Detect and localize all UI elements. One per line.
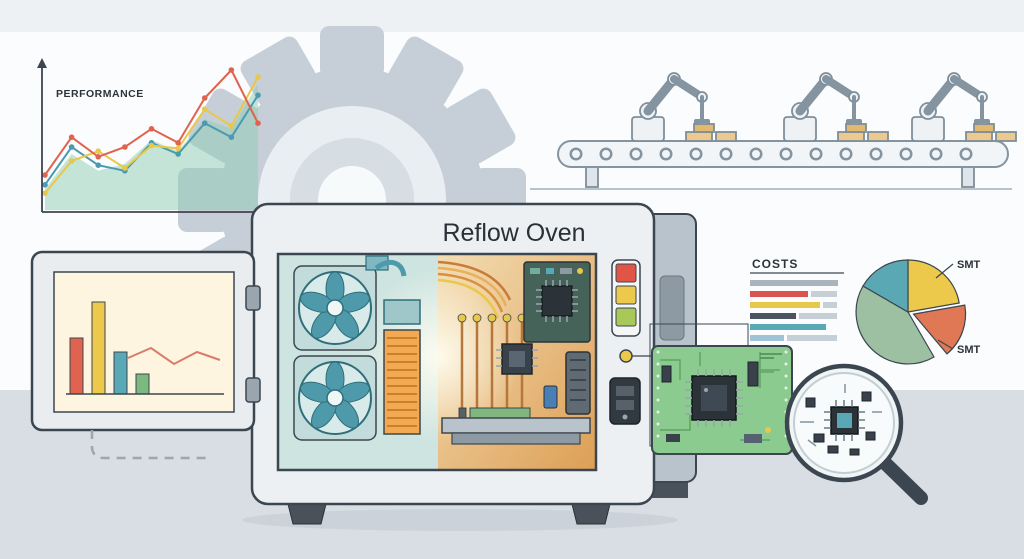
pie-slices (855, 259, 967, 365)
chip-pins (536, 280, 578, 322)
conveyor-leg-left (585, 166, 599, 188)
control-display-1 (616, 386, 634, 396)
oven-foot-right (571, 503, 611, 525)
oven-tray (441, 407, 591, 445)
smt-label-top: SMT (957, 259, 981, 271)
pcb-chip-pins (685, 369, 743, 427)
oven-shadow (242, 509, 678, 531)
interior-microchip (496, 343, 538, 375)
conveyor-leg-right (961, 166, 975, 188)
blue-capacitor (543, 385, 558, 409)
indicator-green (615, 307, 637, 327)
costs-label: COSTS (752, 257, 798, 271)
control-led (622, 414, 628, 420)
oven-title: Reflow Oven (442, 219, 585, 247)
magnified-pcb-view (800, 384, 882, 456)
indicator-yellow (615, 285, 637, 305)
control-display-2 (616, 400, 634, 410)
pcb-component-2 (747, 361, 759, 387)
costs-bar-chart (750, 280, 838, 341)
window-frame (276, 252, 598, 472)
back-panel-vent (659, 275, 685, 341)
monitor-hinge-top (245, 285, 261, 311)
costs-chart: COSTS (750, 257, 844, 341)
oven-foot-left (287, 503, 327, 525)
performance-series (42, 67, 261, 210)
control-button (619, 349, 633, 363)
pie-leader-top (935, 263, 954, 279)
pcb-chip-dot (704, 388, 708, 392)
pie-chart: SMT SMT (855, 259, 981, 365)
smt-label-bottom: SMT (957, 344, 981, 356)
indicator-red (615, 263, 637, 283)
monitor-cable (90, 430, 206, 460)
interior-pcb (523, 261, 591, 343)
magnifier (784, 363, 928, 505)
pcb-component-1 (661, 365, 672, 383)
pie-leader-bottom (937, 339, 954, 350)
pcb-board (651, 345, 793, 455)
wire-bundle (437, 260, 512, 319)
magnifier-handle (879, 457, 928, 505)
y-axis-arrow-icon (37, 58, 47, 68)
fan-top-icon (298, 271, 372, 345)
top-band (0, 0, 1024, 32)
pcb-component-3 (666, 434, 680, 442)
component-column (565, 351, 591, 415)
monitor-panel (30, 250, 261, 460)
heatsink-cap (383, 299, 421, 325)
interior-chip-icon (541, 285, 573, 317)
heatsink-fins (387, 337, 417, 427)
pcb-silkscreen-marks (760, 353, 782, 359)
conveyor-line (530, 73, 1016, 190)
pcb-component-5 (765, 427, 771, 433)
oven-window (276, 252, 598, 472)
reflow-oven: Reflow Oven (250, 202, 656, 525)
performance-axis (41, 64, 268, 213)
oven-control-strip (609, 259, 641, 425)
pcb-component-4 (744, 434, 762, 443)
fan-bottom-icon (298, 361, 372, 435)
monitor-bar-chart (69, 301, 221, 395)
performance-label: PERFORMANCE (56, 88, 144, 100)
performance-chart: PERFORMANCE (37, 58, 274, 217)
heatsink (383, 329, 421, 435)
coolant-pipe (374, 259, 407, 277)
monitor-hinge-bottom (245, 377, 261, 403)
